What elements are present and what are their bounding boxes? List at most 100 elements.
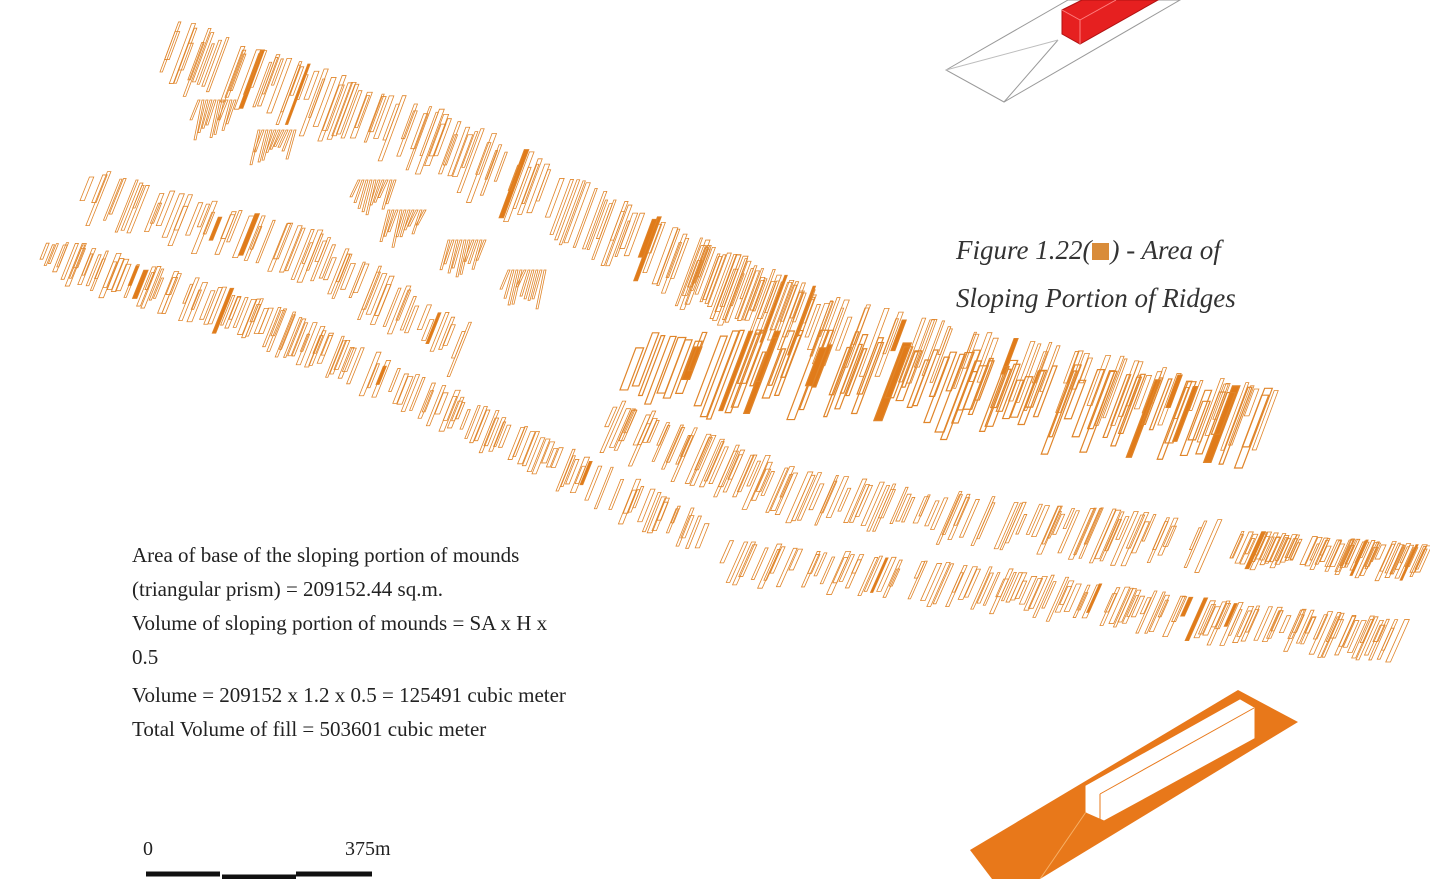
ridge-strip xyxy=(326,82,354,140)
ridge-strip xyxy=(526,163,551,214)
ridge-strip xyxy=(741,454,771,510)
ridge-strip xyxy=(252,61,273,108)
ridge-strip xyxy=(913,319,938,368)
ridge-strip xyxy=(1062,508,1076,530)
ridge-strip xyxy=(177,42,194,71)
ridge-strip xyxy=(694,523,710,549)
ridge-strip xyxy=(1172,387,1190,419)
ridge-strip xyxy=(957,566,979,600)
ridge-strip xyxy=(253,129,265,153)
ridge-strip xyxy=(1117,588,1138,623)
ridge-strip xyxy=(461,131,479,168)
ridge-strip xyxy=(503,269,515,299)
ridge-strip xyxy=(1162,525,1178,547)
ridge-strip xyxy=(679,239,711,310)
ridge-strip xyxy=(270,58,284,86)
ridge-strip xyxy=(1024,369,1048,408)
ridge-strip xyxy=(182,283,194,304)
ridge-strip xyxy=(801,296,816,324)
ridge-strip xyxy=(1334,539,1354,572)
ridge-strip xyxy=(1259,532,1279,566)
ridge-strip xyxy=(637,488,656,523)
ridge-strip xyxy=(1220,382,1250,451)
ridge-strip xyxy=(541,441,556,464)
ridge-strip xyxy=(1227,609,1243,636)
ridge-strip xyxy=(303,70,320,100)
ridge-strip xyxy=(1030,505,1051,537)
ridge-strip xyxy=(321,84,345,131)
ridge-strip xyxy=(1243,388,1260,417)
ridge-strip xyxy=(357,179,369,209)
ridge-strip xyxy=(1102,374,1132,439)
ridge-strip xyxy=(1130,595,1146,618)
ridge-strip xyxy=(786,329,830,421)
ridge-strip xyxy=(523,269,535,300)
ridge-strip xyxy=(1121,589,1142,624)
ridge-strip xyxy=(320,335,334,356)
ridge-strip xyxy=(995,363,1021,412)
ridge-strip xyxy=(731,541,757,586)
ridge-strip xyxy=(844,559,862,589)
ridge-strip xyxy=(976,572,995,604)
ridge-strip xyxy=(349,91,373,139)
ridge-strip xyxy=(161,273,182,314)
ridge-strip xyxy=(425,385,447,427)
ridge-strip xyxy=(995,578,1010,598)
ridge-strip xyxy=(838,554,856,582)
ridge-strip xyxy=(450,331,466,359)
ridge-strip xyxy=(711,254,742,321)
ridge-strip xyxy=(209,99,221,138)
ridge-strip xyxy=(835,316,853,351)
calc-line: Volume = 209152 x 1.2 x 0.5 = 125491 cub… xyxy=(132,683,566,707)
ridge-strip xyxy=(79,176,95,202)
ridge-strip xyxy=(455,239,467,278)
ridge-strip xyxy=(213,99,225,135)
ridge-strip xyxy=(549,179,575,235)
ridge-strip xyxy=(340,90,363,139)
ridge-strip xyxy=(882,318,900,355)
ridge-strip xyxy=(475,142,492,175)
ridge-strip xyxy=(247,50,268,88)
ridge-strip xyxy=(988,568,1014,615)
ridge-strip xyxy=(1325,616,1341,642)
ridge-strip xyxy=(814,475,840,526)
ridge-strip xyxy=(438,316,456,350)
ridge-strip xyxy=(608,478,625,510)
ridge-strip xyxy=(277,129,289,148)
ridge-strip xyxy=(191,32,215,83)
ridge-strip xyxy=(656,336,687,394)
ridge-strip xyxy=(308,330,327,366)
ridge-strip xyxy=(207,286,228,325)
ridge-strip xyxy=(779,284,798,322)
ridge-strip xyxy=(790,474,816,522)
ridge-strip xyxy=(888,568,901,587)
ridge-strip xyxy=(699,330,740,418)
ridge-strip xyxy=(245,298,264,337)
ridge-strip xyxy=(796,472,823,521)
ridge-strip xyxy=(102,261,118,288)
ridge-strip xyxy=(1157,599,1170,618)
ridge-strip xyxy=(632,414,652,446)
ridge-strip xyxy=(255,219,276,264)
ridge-strip xyxy=(1063,379,1087,420)
ridge-strip xyxy=(1261,606,1283,643)
ridge-strip xyxy=(1140,377,1164,425)
ridge-strip xyxy=(913,561,926,579)
ridge-strip xyxy=(953,493,971,526)
calc-line: (triangular prism) = 209152.44 sq.m. xyxy=(132,577,444,601)
ridge-strip xyxy=(289,66,305,96)
ridge-strip xyxy=(199,290,216,320)
ridge-strip xyxy=(278,314,296,350)
ridge-strip xyxy=(283,317,303,358)
ridge-strip xyxy=(237,213,261,256)
ridge-strip xyxy=(1244,605,1261,633)
ridge-strip xyxy=(729,273,745,307)
ridge-strip xyxy=(511,269,523,305)
ridge-strip xyxy=(895,493,912,522)
ridge-strip xyxy=(854,484,874,517)
ridge-strip xyxy=(257,307,274,334)
ridge-strip xyxy=(60,243,80,280)
ridge-strip xyxy=(274,311,297,358)
ridge-strip xyxy=(205,99,217,126)
ridge-strip xyxy=(265,129,277,153)
